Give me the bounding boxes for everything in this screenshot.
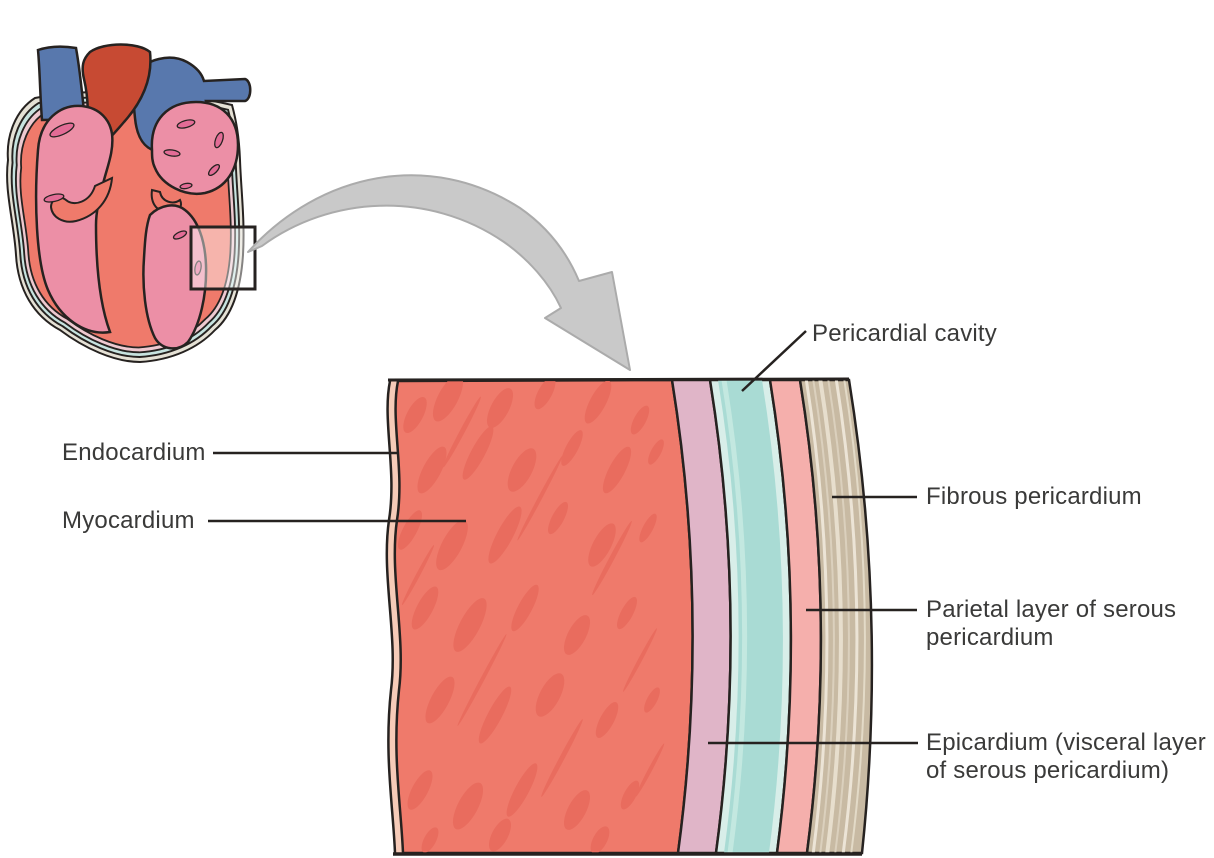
zoom-arrow-icon <box>247 174 631 371</box>
wall-top-edge <box>387 377 850 382</box>
label-fibrous-pericardium: Fibrous pericardium <box>926 483 1142 510</box>
fibrous-texture-streaks <box>804 380 866 853</box>
label-myocardium: Myocardium <box>62 507 195 534</box>
pericardial-cavity-highlight <box>721 379 748 854</box>
wall-section <box>385 377 874 856</box>
label-parietal-layer: Parietal layer of serous pericardium <box>926 596 1177 652</box>
mitral-valve-fold <box>49 176 114 223</box>
label-endocardium: Endocardium <box>62 439 206 466</box>
label-pericardial-cavity: Pericardial cavity <box>812 320 997 347</box>
chamber-detail-blobs <box>43 119 224 276</box>
leader-pericardial-cavity <box>741 330 807 392</box>
label-epicardium: Epicardium (visceral layer of serous per… <box>926 729 1206 785</box>
heart-inset-illustration <box>6 43 257 364</box>
right-atrium <box>150 100 240 196</box>
leader-lines <box>208 330 918 745</box>
pericardial-cavity-fluid <box>718 380 783 853</box>
myocardium-fiber-spots <box>397 380 665 853</box>
magnifier-box <box>189 225 257 291</box>
